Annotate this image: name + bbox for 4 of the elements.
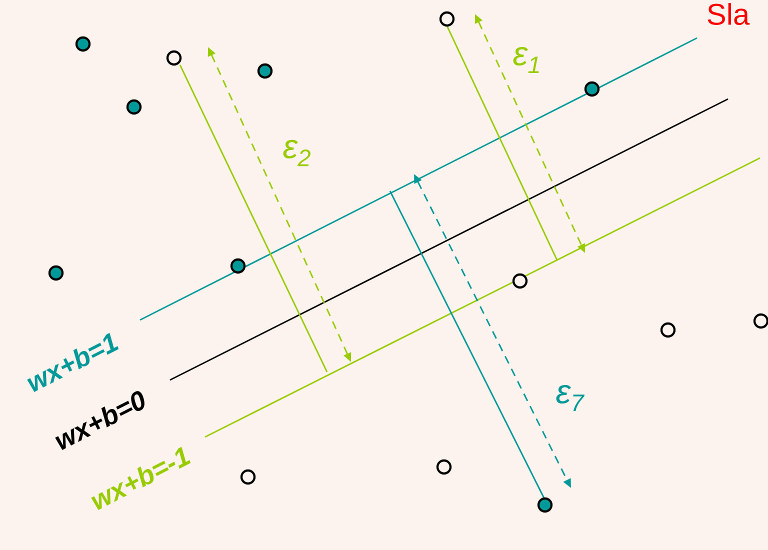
slack-label: ε$_{2}$ [283, 140, 310, 166]
heading-text: Sla [708, 3, 750, 25]
slack-label: ε$_{7}$ [556, 384, 585, 411]
slack-label: ε$_{1}$ [513, 47, 539, 73]
